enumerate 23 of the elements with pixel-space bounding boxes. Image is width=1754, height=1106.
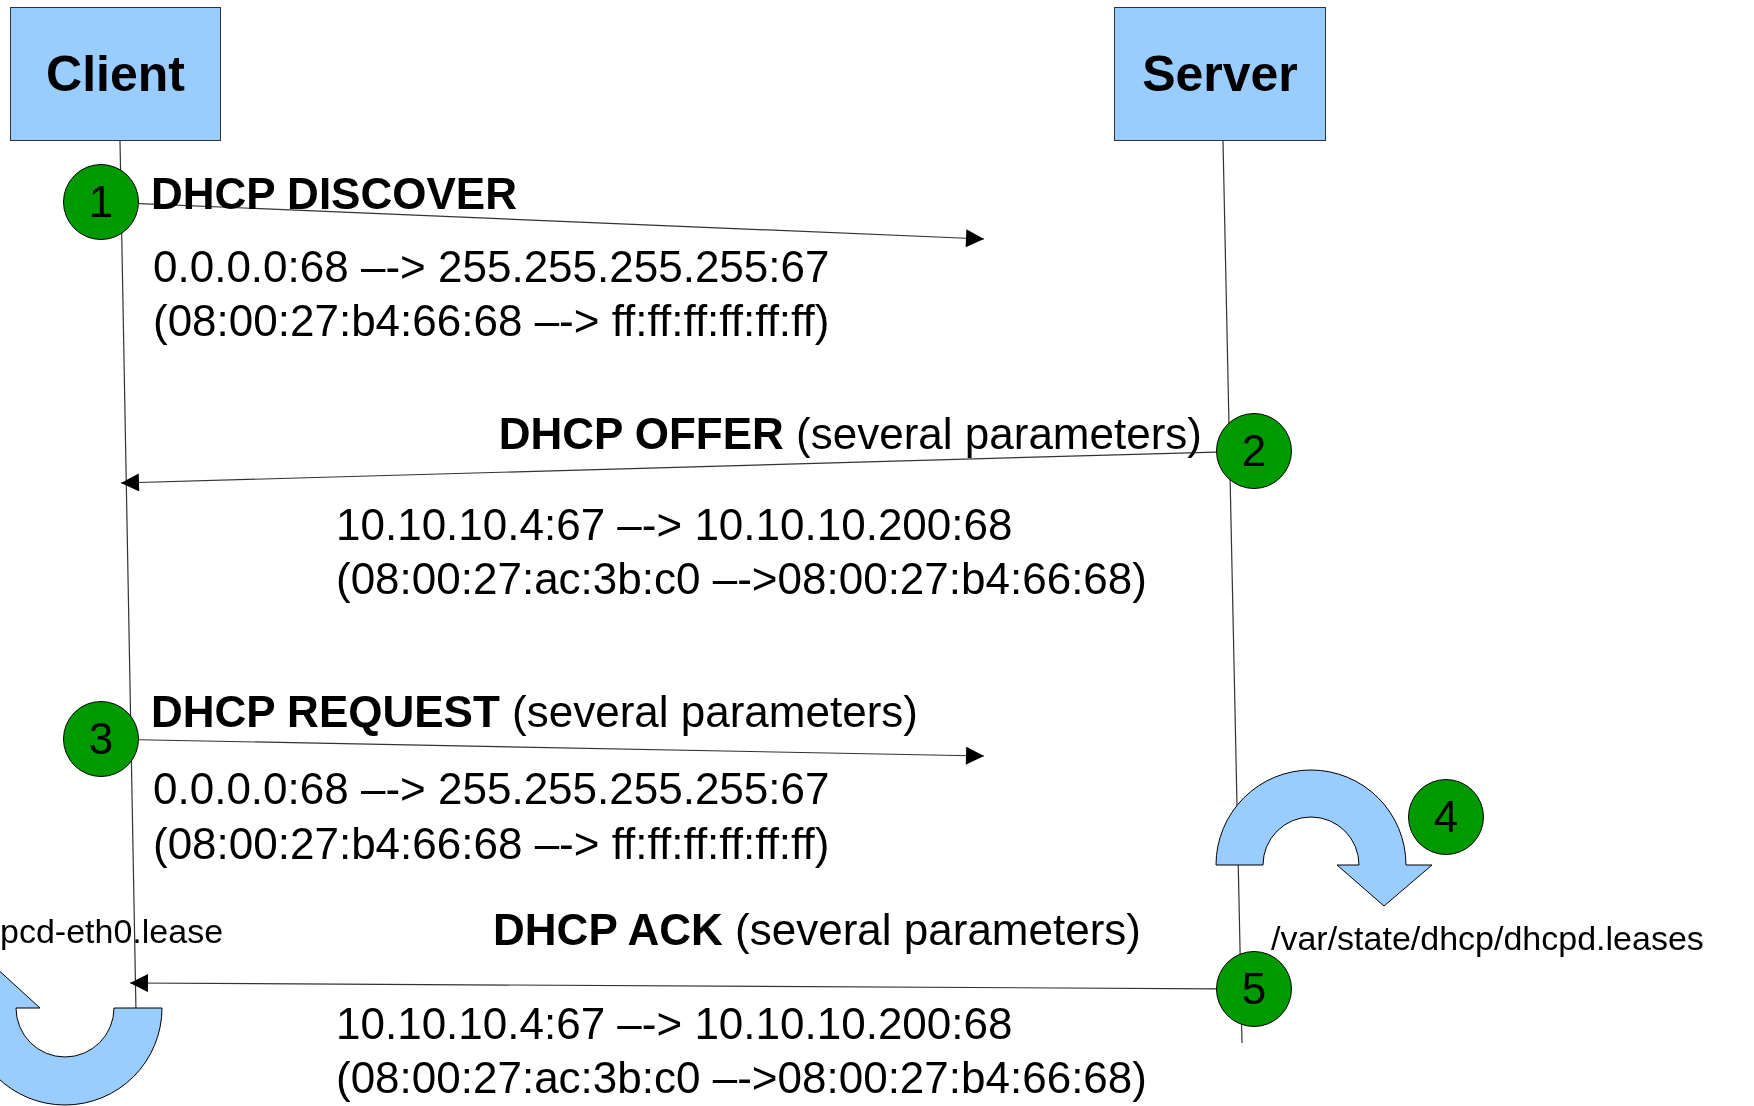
edge-label: DHCP DISCOVER xyxy=(151,172,517,216)
address-text: 0.0.0.0:68 –-> 255.255.255.255:67 xyxy=(153,245,830,289)
message-arrow xyxy=(129,974,1217,993)
edge-label: DHCP OFFER (several parameters) xyxy=(498,412,1202,456)
address-text: 10.10.10.4:67 –-> 10.10.10.200:68 xyxy=(336,1002,1013,1046)
step-number: 1 xyxy=(63,164,139,240)
step-number: 2 xyxy=(1216,413,1292,489)
message-arrow xyxy=(138,203,985,248)
edge-label: DHCP ACK (several parameters) xyxy=(493,908,1141,952)
address-text: 10.10.10.4:67 –-> 10.10.10.200:68 xyxy=(336,503,1013,547)
address-text: (08:00:27:ac:3b:c0 –->08:00:27:b4:66:68) xyxy=(336,1056,1147,1100)
lifeline-header-box: Client xyxy=(10,7,221,141)
address-text: (08:00:27:b4:66:68 –-> ff:ff:ff:ff:ff:ff) xyxy=(153,299,830,343)
address-text: (08:00:27:ac:3b:c0 –->08:00:27:b4:66:68) xyxy=(336,557,1147,601)
address-text: 0.0.0.0:68 –-> 255.255.255.255:67 xyxy=(153,767,830,811)
edge-label: DHCP REQUEST (several parameters) xyxy=(151,690,918,734)
step-number: 4 xyxy=(1408,779,1484,855)
lifeline-header-box: Server xyxy=(1114,7,1326,141)
step-number: 5 xyxy=(1216,951,1292,1027)
step-number: 3 xyxy=(63,701,139,777)
address-text: (08:00:27:b4:66:68 –-> ff:ff:ff:ff:ff:ff) xyxy=(153,822,830,866)
message-arrow xyxy=(120,451,1217,492)
message-arrow xyxy=(138,739,985,765)
